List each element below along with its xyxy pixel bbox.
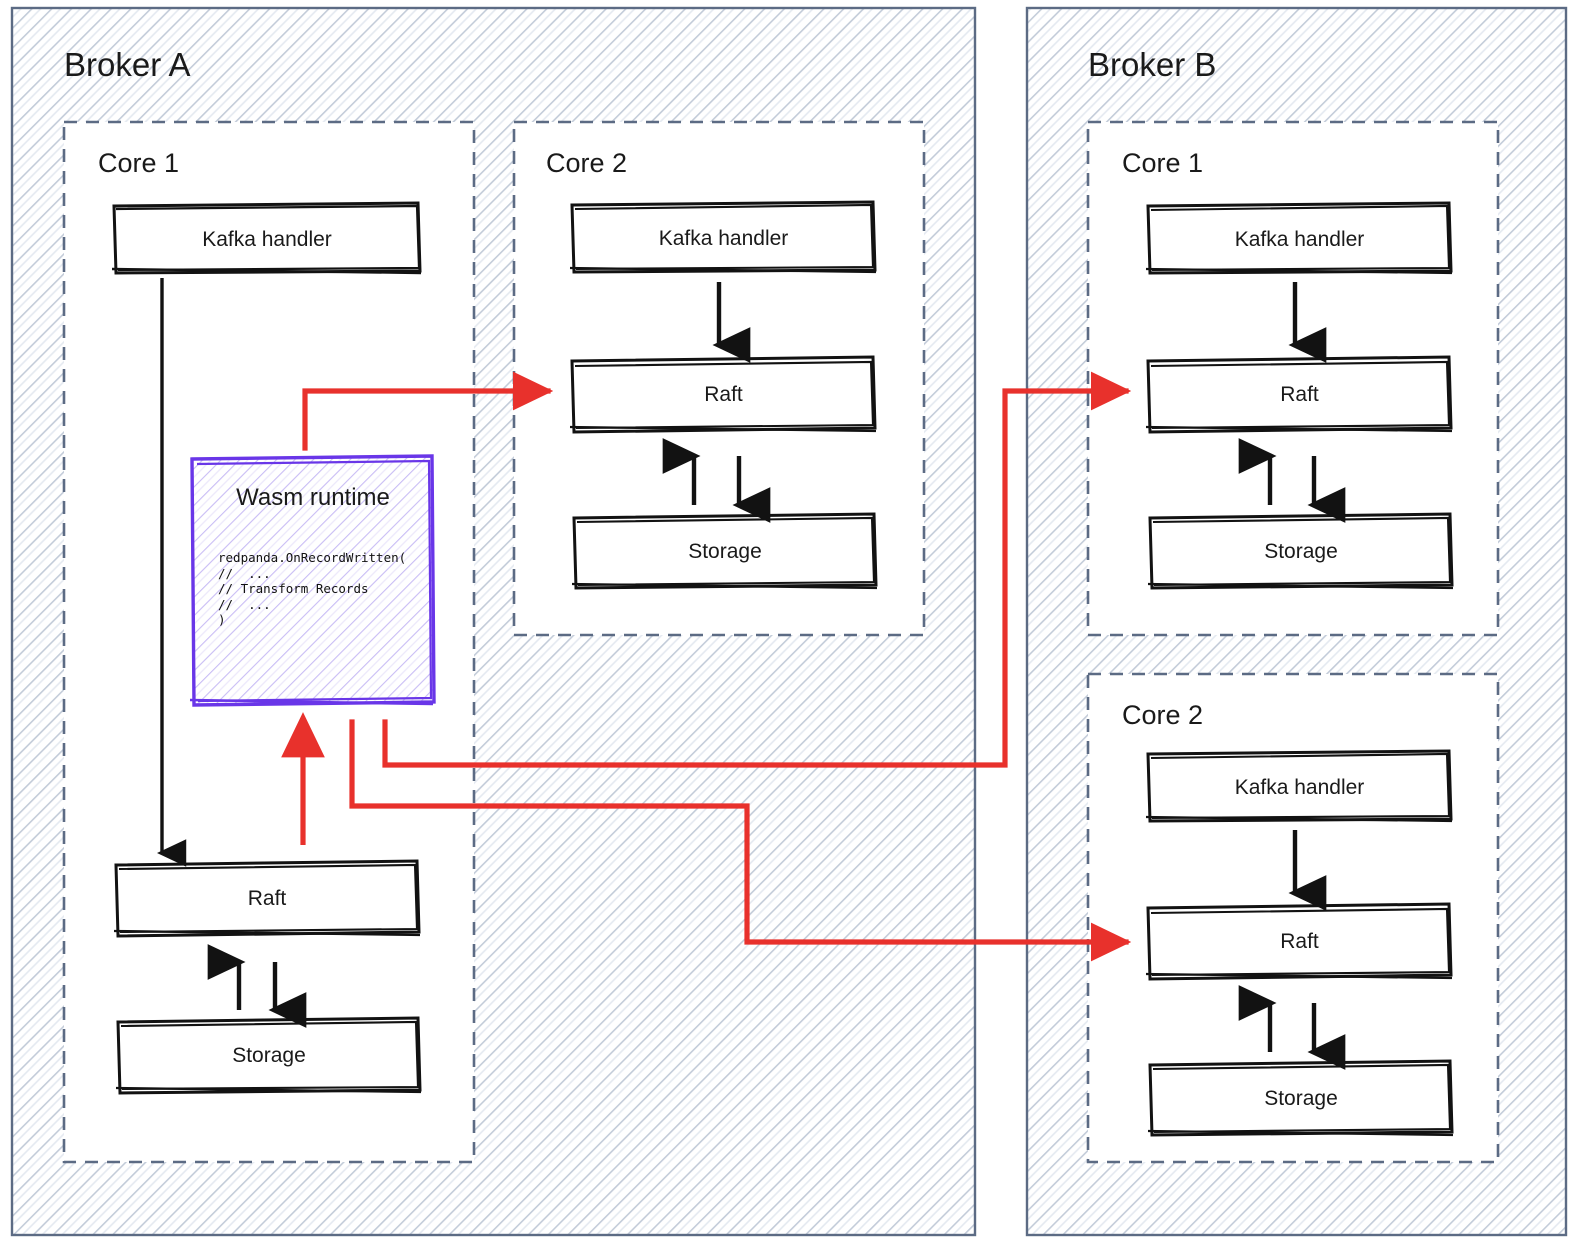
broker-b-core-1-storage-label: Storage — [1264, 540, 1338, 563]
broker-b-core-1-kafka-handler-box[interactable] — [1145, 201, 1453, 275]
broker-b-core-1-kafka-handler-label: Kafka handler — [1234, 228, 1365, 251]
broker-b-core-1-raft-box[interactable] — [1145, 355, 1453, 434]
broker-a-core-1-raft-label: Raft — [247, 887, 287, 910]
arrow-a2-raft-to-storage — [662, 438, 771, 523]
broker-a-core-2-raft-label: Raft — [704, 383, 743, 406]
broker-b-core-2-storage-box[interactable] — [1147, 1059, 1454, 1137]
arrow-b1-raft-to-storage — [1238, 438, 1346, 523]
broker-a-core-2-kafka-handler-box[interactable] — [569, 200, 877, 274]
broker-b-core-2-storage-label: Storage — [1264, 1087, 1338, 1110]
broker-a-core-2-title: Core 2 — [546, 148, 628, 178]
broker-b-core-2-raft-label: Raft — [1280, 930, 1319, 953]
red-arrow-wasm-to-b2-raft — [349, 719, 1132, 962]
broker-b-core-1-title: Core 1 — [1122, 148, 1204, 178]
broker-b-core-2-title: Core 2 — [1122, 700, 1204, 730]
wasm-runtime-code: redpanda.OnRecordWritten( // ... // Tran… — [218, 550, 407, 627]
wasm-runtime-box[interactable] — [189, 454, 436, 707]
broker-b-title: Broker B — [1088, 46, 1217, 83]
broker-a-core-2-raft-box[interactable] — [569, 355, 877, 434]
red-arrow-wasm-to-b1-raft — [382, 371, 1132, 768]
arrow-b2-raft-to-storage — [1238, 985, 1346, 1070]
broker-a-core-1-kafka-handler-box[interactable] — [111, 201, 422, 275]
broker-b-core-2-raft-box[interactable] — [1145, 902, 1453, 981]
broker-b-core-2-kafka-handler-box[interactable] — [1145, 749, 1453, 823]
arrow-a1-raft-to-storage — [207, 944, 307, 1028]
broker-a-core-2-kafka-handler-label: Kafka handler — [658, 227, 789, 250]
red-arrow-wasm-to-a2-raft — [302, 371, 554, 451]
broker-a-core-1-kafka-handler-label: Kafka handler — [202, 228, 332, 251]
broker-a-core-2-storage-box[interactable] — [571, 512, 878, 590]
broker-a-core-2-storage-label: Storage — [688, 540, 762, 563]
broker-b-core-2-kafka-handler-label: Kafka handler — [1234, 776, 1365, 799]
broker-b-core-1-raft-label: Raft — [1280, 383, 1319, 406]
broker-b-core-1-storage-box[interactable] — [1147, 512, 1454, 590]
broker-a-core-1-title: Core 1 — [98, 148, 180, 178]
broker-a-core-1-raft-box[interactable] — [113, 859, 421, 938]
wasm-runtime-title: Wasm runtime — [236, 484, 390, 511]
broker-a-core-1-storage-label: Storage — [232, 1044, 306, 1067]
broker-a-title: Broker A — [64, 46, 191, 83]
